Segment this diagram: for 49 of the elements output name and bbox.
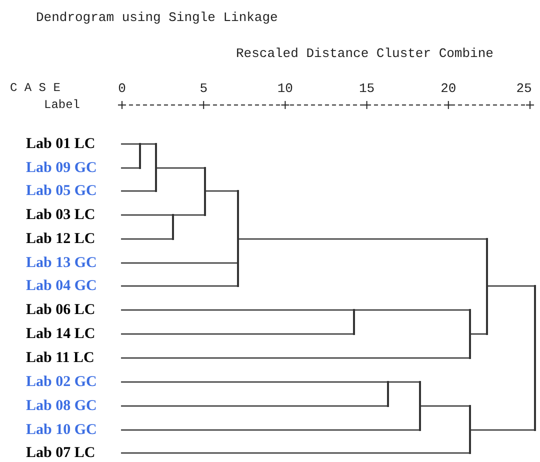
dendrogram-branch	[121, 309, 353, 311]
dendrogram-branch	[420, 405, 469, 407]
dendrogram-branch	[173, 214, 204, 216]
chart-title: Dendrogram using Single Linkage	[36, 9, 278, 27]
dendrogram-branch	[140, 143, 155, 145]
dendrogram-branch	[388, 381, 419, 383]
tick-label: 15	[358, 80, 376, 98]
case-label: Lab 12 LC	[26, 229, 121, 249]
dendrogram-branch	[156, 167, 204, 169]
dendrogram-branch	[121, 357, 469, 359]
dendrogram-branch	[121, 214, 172, 216]
case-label: Lab 14 LC	[26, 324, 121, 344]
dendrogram-branch	[121, 262, 237, 264]
axis-heading: C A S E	[10, 80, 60, 97]
dendrogram-branch	[121, 429, 419, 431]
axis-title: Rescaled Distance Cluster Combine	[236, 45, 494, 63]
case-label: Lab 06 LC	[26, 300, 121, 320]
dendrogram-branch	[121, 190, 155, 192]
case-label: Lab 11 LC	[26, 348, 121, 368]
case-label: Lab 04 GC	[26, 276, 121, 296]
dendrogram-branch	[354, 309, 469, 311]
tick-label: 5	[198, 80, 208, 98]
dendrogram-branch	[121, 285, 237, 287]
case-label: Lab 03 LC	[26, 205, 121, 225]
case-label: Lab 09 GC	[26, 158, 121, 178]
dendrogram-branch	[238, 238, 486, 240]
case-label: Lab 01 LC	[26, 134, 121, 154]
case-label: Lab 08 GC	[26, 396, 121, 416]
dendrogram-branch	[487, 285, 534, 287]
dendrogram-branch	[121, 143, 139, 145]
dendrogram-branch	[121, 405, 387, 407]
tick-label: 25	[515, 80, 533, 98]
case-label: Lab 07 LC	[26, 443, 121, 462]
tick-label: 0	[117, 80, 127, 98]
dendrogram-branch	[470, 429, 534, 431]
dendrogram-branch	[121, 381, 387, 383]
case-label: Lab 02 GC	[26, 372, 121, 392]
dendrogram-branch	[121, 167, 139, 169]
dendrogram-branch	[121, 333, 353, 335]
dendrogram-branch	[470, 333, 486, 335]
dendrogram-branch	[205, 190, 237, 192]
tick-label: 10	[276, 80, 294, 98]
dendrogram-branch	[121, 238, 172, 240]
axis-heading: Label	[44, 97, 80, 114]
case-label: Lab 13 GC	[26, 253, 121, 273]
case-label: Lab 10 GC	[26, 420, 121, 440]
dendrogram-branch	[121, 452, 469, 454]
case-label: Lab 05 GC	[26, 181, 121, 201]
tick-label: 20	[440, 80, 458, 98]
